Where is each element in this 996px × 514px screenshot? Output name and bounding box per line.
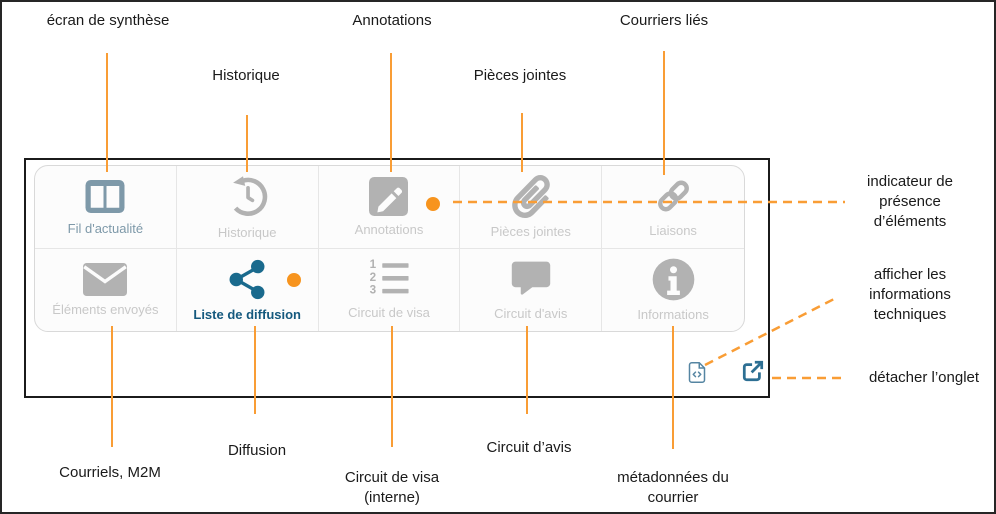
history-icon <box>225 174 270 219</box>
callout-courriers-lies: Courriers liés <box>619 12 709 29</box>
tab-label: Circuit de visa <box>348 305 430 321</box>
paperclip-icon <box>511 174 550 218</box>
callout-historique: Historique <box>212 67 280 84</box>
callout-circuit-davis: Circuit d’avis <box>486 439 572 456</box>
tab-label: Circuit d'avis <box>494 305 568 321</box>
tab-label: Liaisons <box>649 223 697 239</box>
callout-indicateur-presence: indicateur de présence d’éléments <box>867 173 953 230</box>
tab-label: Liste de diffusion <box>193 306 301 322</box>
svg-text:2: 2 <box>370 271 377 284</box>
envelope-icon <box>83 262 128 296</box>
callout-diffusion: Diffusion <box>227 442 287 459</box>
svg-text:1: 1 <box>370 259 377 271</box>
tab-informations[interactable]: Informations <box>602 249 744 332</box>
show-technical-info-button[interactable] <box>688 362 706 383</box>
presence-indicator-dot <box>425 197 440 211</box>
tab-label: Informations <box>637 306 709 322</box>
info-circle-icon <box>652 258 695 301</box>
link-icon <box>651 175 696 217</box>
tab-label: Pièces jointes <box>490 223 571 239</box>
callout-detacher-onglet: détacher l’onglet <box>868 369 980 386</box>
callout-circuit-de-visa: Circuit de visa (interne) <box>344 469 440 506</box>
tab-label: Historique <box>217 224 277 240</box>
tab-circuit-davis[interactable]: Circuit d'avis <box>460 248 603 331</box>
tab-historique[interactable]: Historique <box>176 166 319 249</box>
callout-metadonnees: métadonnées du courrier <box>617 469 729 506</box>
callout-pieces-jointes: Pièces jointes <box>473 67 567 84</box>
tab-label: Fil d'actualité <box>67 220 144 236</box>
tab-label: Éléments envoyés <box>52 301 159 317</box>
presence-indicator-dot <box>286 272 301 287</box>
tab-elements-envoyes[interactable]: Éléments envoyés <box>35 248 177 331</box>
callout-ecran-de-synthese: écran de synthèse <box>46 12 170 29</box>
file-code-icon <box>688 362 706 386</box>
tab-pieces-jointes[interactable]: Pièces jointes <box>460 166 603 249</box>
columns-icon <box>84 178 126 215</box>
callout-annotations: Annotations <box>352 12 432 29</box>
tab-label: Annotations <box>354 221 424 237</box>
tab-grid: Fil d'actualité Historique Annotations <box>34 165 745 332</box>
tab-fil-dactualite[interactable]: Fil d'actualité <box>35 166 177 249</box>
share-icon <box>228 258 266 301</box>
callout-infos-techniques: afficher les informations techniques <box>869 266 951 323</box>
tab-liaisons[interactable]: Liaisons <box>602 166 744 249</box>
detach-tab-button[interactable] <box>742 360 764 382</box>
svg-text:3: 3 <box>370 284 377 297</box>
detail-tabs-panel: Fil d'actualité Historique Annotations <box>24 158 770 398</box>
external-link-icon <box>742 360 764 385</box>
pen-square-icon <box>369 176 409 216</box>
tab-annotations[interactable]: Annotations <box>318 166 461 249</box>
tab-liste-de-diffusion[interactable]: Liste de diffusion <box>177 248 319 331</box>
comment-icon <box>509 259 553 300</box>
callout-courriels-m2m: Courriels, M2M <box>59 464 161 481</box>
